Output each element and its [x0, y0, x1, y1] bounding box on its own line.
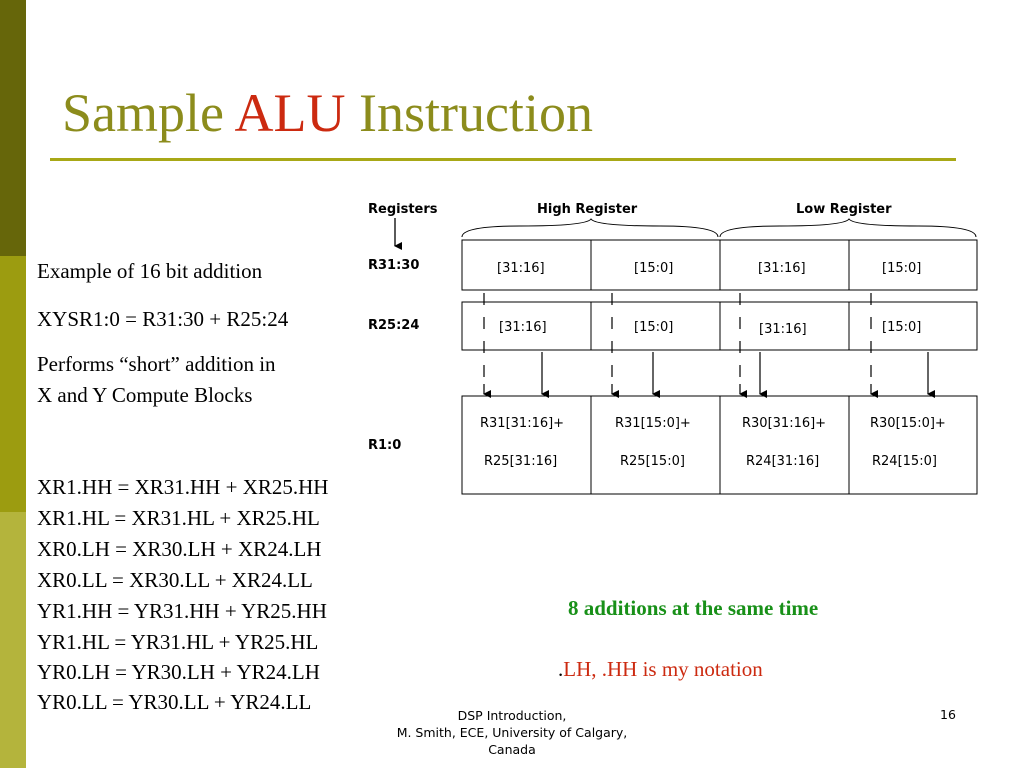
- title-highlight: ALU: [234, 83, 346, 143]
- register-cell: [31:16]: [758, 261, 806, 276]
- slide-title: Sample ALU Instruction: [62, 82, 593, 144]
- sidebar-stripe-light: [0, 512, 26, 768]
- result-cell-top: R31[15:0]+: [615, 416, 691, 431]
- note-eight-additions: 8 additions at the same time: [568, 596, 819, 620]
- operand-arrow-icons: [483, 352, 935, 398]
- result-cell-top: R30[15:0]+: [870, 416, 946, 431]
- register-cell: [31:16]: [759, 322, 807, 337]
- title-underline: [50, 158, 956, 161]
- page-number: 16: [940, 707, 956, 722]
- result-cell-top: R31[31:16]+: [480, 416, 564, 431]
- equation-line: XR1.HH = XR31.HH + XR25.HH: [37, 475, 329, 499]
- equation-line: YR1.HL = YR31.HL + YR25.HL: [37, 630, 319, 654]
- sidebar-stripe-mid: [0, 256, 26, 512]
- equation-line: YR1.HH = YR31.HH + YR25.HH: [37, 599, 327, 623]
- title-prefix: Sample: [62, 83, 235, 143]
- register-cell: [15:0]: [634, 320, 673, 335]
- register-cell: [15:0]: [882, 261, 921, 276]
- text-line-compute-blocks: X and Y Compute Blocks: [37, 383, 253, 407]
- row-label-r31-30: R31:30: [368, 258, 419, 273]
- register-cell: [15:0]: [882, 320, 921, 335]
- register-cell: [15:0]: [634, 261, 673, 276]
- row-label-r25-24: R25:24: [368, 318, 419, 333]
- high-register-brace-icon: [461, 218, 719, 238]
- text-line-performs: Performs “short” addition in: [37, 352, 276, 376]
- footer-line: M. Smith, ECE, University of Calgary,: [396, 725, 628, 740]
- note-notation-text: LH, .HH is my notation: [563, 657, 763, 681]
- equation-line: YR0.LH = YR30.LH + YR24.LH: [37, 660, 320, 684]
- register-cell: [31:16]: [499, 320, 547, 335]
- result-cell-bottom: R24[15:0]: [872, 454, 937, 469]
- result-cell-bottom: R24[31:16]: [746, 454, 819, 469]
- high-register-label: High Register: [537, 202, 638, 217]
- equation-line: XR0.LL = XR30.LL + XR24.LL: [37, 568, 313, 592]
- footer-line: DSP Introduction,: [457, 708, 567, 723]
- low-register-label: Low Register: [796, 202, 892, 217]
- sidebar-stripe-dark: [0, 0, 26, 256]
- equation-line: XR1.HL = XR31.HL + XR25.HL: [37, 506, 320, 530]
- text-line-instruction: XYSR1:0 = R31:30 + R25:24: [37, 307, 289, 331]
- row1-dashed-connectors: [483, 293, 872, 384]
- result-cell-bottom: R25[31:16]: [484, 454, 557, 469]
- register-cell: [31:16]: [497, 261, 545, 276]
- low-register-brace-icon: [719, 218, 977, 238]
- result-cell-top: R30[31:16]+: [742, 416, 826, 431]
- equation-line: XR0.LH = XR30.LH + XR24.LH: [37, 537, 322, 561]
- row-label-r1-0: R1:0: [368, 438, 401, 453]
- note-notation-dot: .: [558, 657, 564, 681]
- text-line-example: Example of 16 bit addition: [37, 259, 263, 283]
- registers-label: Registers: [368, 202, 438, 217]
- slide-footer: DSP Introduction, M. Smith, ECE, Univers…: [374, 707, 650, 758]
- note-notation: .LH, .HH is my notation: [558, 657, 763, 682]
- equation-line: YR0.LL = YR30.LL + YR24.LL: [37, 690, 312, 714]
- footer-line: Canada: [488, 742, 536, 757]
- title-suffix: Instruction: [345, 83, 593, 143]
- result-cell-bottom: R25[15:0]: [620, 454, 685, 469]
